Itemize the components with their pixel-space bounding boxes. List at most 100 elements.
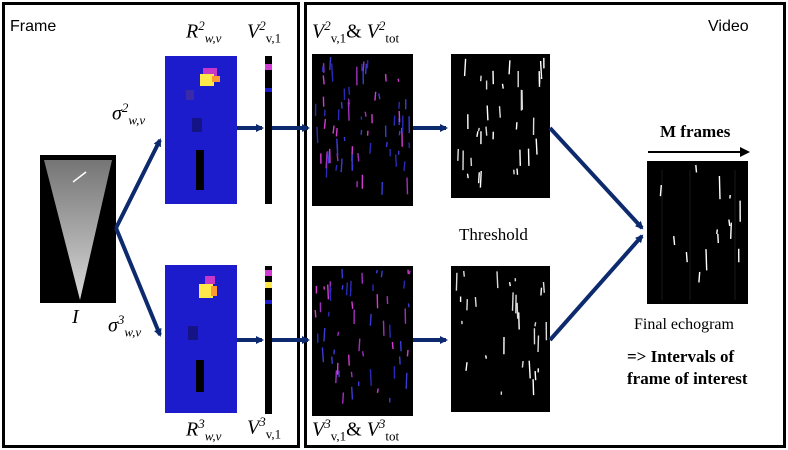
texture-streak bbox=[337, 331, 340, 336]
texture-streak bbox=[335, 370, 338, 384]
texture-streak bbox=[391, 341, 394, 350]
texture-streak bbox=[403, 161, 406, 171]
texture-streak bbox=[374, 91, 377, 101]
texture-streak bbox=[335, 128, 338, 137]
texture-streak bbox=[718, 175, 721, 200]
label-v1-top: V2v,1 bbox=[247, 18, 282, 46]
column-v1-bottom bbox=[265, 266, 272, 414]
texture-streak bbox=[528, 360, 531, 379]
threshold-image-top bbox=[451, 54, 550, 198]
texture-streak bbox=[331, 356, 333, 364]
texture-streak bbox=[477, 172, 480, 184]
texture-streak bbox=[399, 340, 402, 352]
texture-streak bbox=[369, 142, 372, 154]
texture-streak bbox=[375, 269, 378, 274]
texture-streak bbox=[351, 386, 354, 400]
texture-streak bbox=[389, 324, 391, 338]
label-input-image: I bbox=[72, 306, 79, 328]
arrow-input-to-bottom bbox=[114, 227, 162, 337]
texture-streak bbox=[340, 101, 343, 109]
texture-streak bbox=[518, 312, 520, 330]
label-sigma-top: σ2w,v bbox=[112, 100, 146, 128]
label-final-echogram: Final echogram bbox=[634, 316, 734, 333]
texture-streak bbox=[673, 236, 676, 246]
texture-streak bbox=[322, 75, 325, 85]
texture-streak bbox=[364, 111, 367, 117]
flow-arrows bbox=[114, 124, 644, 344]
input-frame-image bbox=[40, 155, 116, 303]
texture-streak bbox=[347, 102, 350, 121]
texture-streak bbox=[342, 392, 345, 404]
arrow-threshold-to-final-top bbox=[548, 126, 644, 230]
texture-streak bbox=[728, 219, 731, 227]
texture-streak bbox=[705, 249, 708, 271]
texture-streak bbox=[325, 151, 328, 169]
texture-streak bbox=[516, 302, 519, 319]
texture-streak bbox=[323, 327, 326, 342]
texture-streak bbox=[351, 301, 354, 309]
heatmap-top-r2 bbox=[165, 56, 237, 204]
texture-streak bbox=[329, 57, 332, 71]
texture-streak bbox=[397, 78, 400, 82]
texture-streak bbox=[455, 272, 458, 291]
texture-streak bbox=[361, 351, 365, 357]
texture-streak bbox=[408, 270, 411, 275]
texture-streak bbox=[403, 280, 406, 289]
label-intervals-line1: => Intervals of bbox=[627, 347, 735, 366]
column-v1-top bbox=[265, 56, 272, 204]
texture-streak bbox=[394, 154, 398, 167]
texture-streak bbox=[316, 126, 319, 144]
texture-streak bbox=[463, 58, 467, 77]
texture-streak bbox=[540, 287, 543, 296]
texture-streak bbox=[508, 281, 511, 287]
texture-streak bbox=[331, 63, 334, 82]
texture-streak bbox=[347, 98, 350, 105]
texture-streak bbox=[407, 303, 410, 308]
heatmap-bottom-r3 bbox=[165, 265, 237, 413]
texture-streak bbox=[534, 371, 537, 381]
texture-streak bbox=[327, 151, 330, 164]
texture-streak bbox=[534, 322, 537, 327]
label-intervals-line2: frame of interest bbox=[627, 369, 748, 388]
texture-streak bbox=[463, 270, 465, 277]
texture-streak bbox=[360, 129, 363, 135]
arrow-input-to-top bbox=[114, 138, 162, 229]
texture-streak bbox=[730, 222, 732, 239]
video-panel-title: Video bbox=[708, 18, 749, 35]
label-combo-bottom: V3v,1& V3tot bbox=[312, 416, 400, 444]
texture-streak bbox=[542, 281, 545, 293]
texture-streak bbox=[323, 119, 327, 129]
texture-streak bbox=[350, 371, 353, 378]
texture-streak bbox=[516, 168, 519, 175]
texture-streak bbox=[349, 288, 352, 297]
label-r-bottom: R3w,v bbox=[186, 416, 222, 444]
texture-streak bbox=[398, 101, 401, 109]
label-v1-bottom: V3v,1 bbox=[247, 414, 282, 442]
texture-streak bbox=[378, 93, 381, 100]
texture-streak bbox=[717, 233, 719, 244]
texture-streak bbox=[501, 83, 504, 89]
texture-streak bbox=[457, 148, 459, 161]
texture-streak bbox=[357, 153, 360, 162]
texture-streak bbox=[476, 131, 479, 138]
texture-streak bbox=[384, 74, 387, 82]
texture-streak bbox=[685, 252, 688, 263]
texture-streak bbox=[532, 379, 535, 396]
texture-streak bbox=[376, 388, 379, 393]
combo-image-top bbox=[312, 54, 413, 206]
texture-streak bbox=[535, 138, 538, 155]
texture-streak bbox=[369, 369, 372, 386]
texture-streak bbox=[380, 270, 383, 278]
texture-streak bbox=[405, 372, 408, 389]
texture-streak bbox=[508, 60, 511, 75]
arrow-threshold-to-final-bottom bbox=[548, 234, 644, 342]
frame-panel-title: Frame bbox=[10, 18, 57, 35]
texture-streak bbox=[341, 285, 344, 290]
texture-streak bbox=[345, 282, 348, 296]
texture-streak bbox=[348, 354, 350, 366]
texture-streak bbox=[406, 177, 409, 195]
threshold-image-bottom bbox=[451, 266, 550, 412]
texture-streak bbox=[659, 185, 662, 197]
texture-streak bbox=[515, 122, 518, 130]
